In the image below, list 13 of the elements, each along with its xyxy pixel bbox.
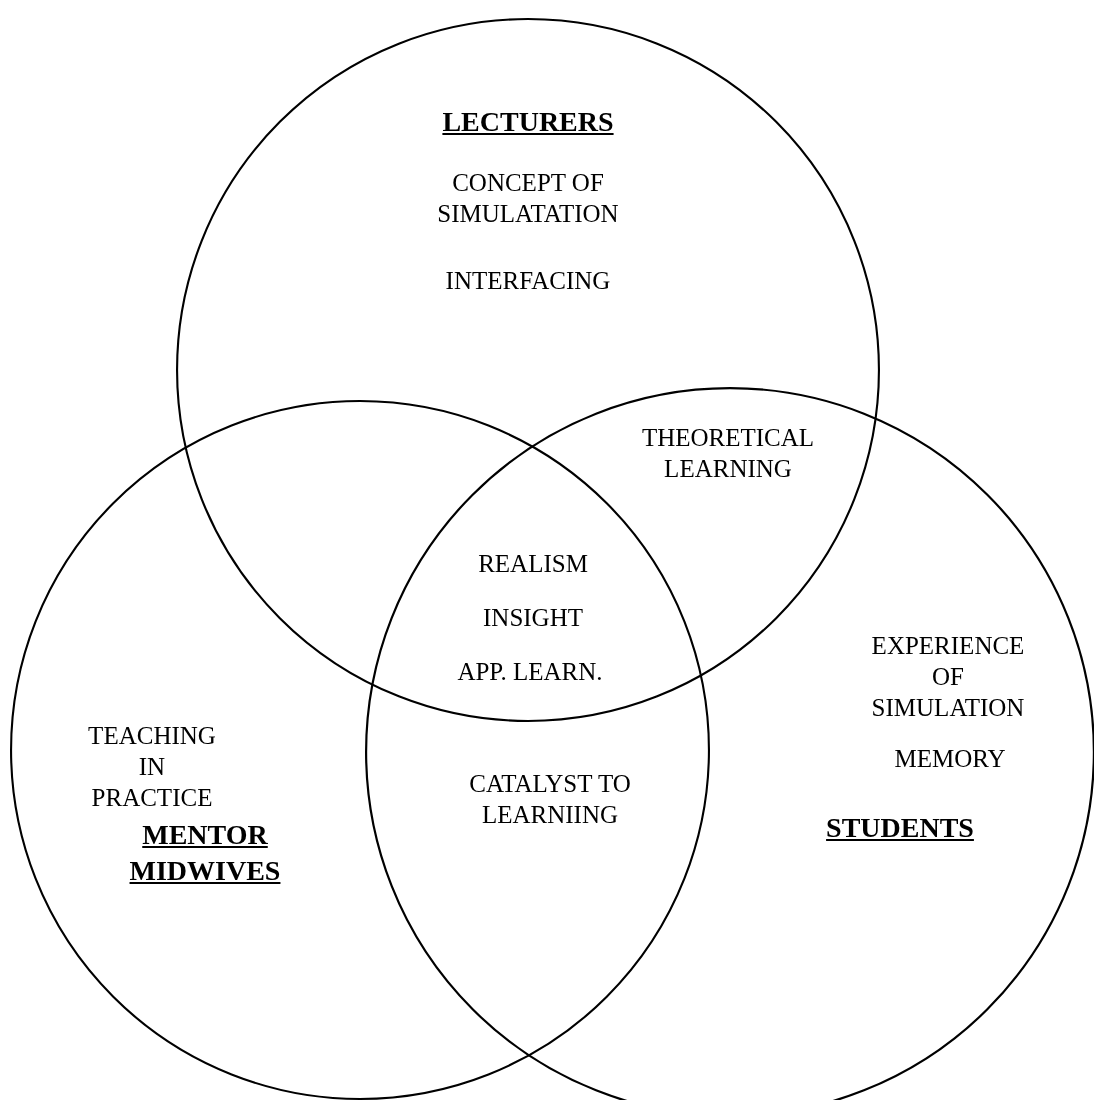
circle-text: MEMORY <box>893 744 1007 774</box>
circle-text: TEACHING IN PRACTICE <box>87 721 217 813</box>
overlap-text: THEORETICAL LEARNING <box>640 423 816 484</box>
circle-text: INTERFACING <box>444 266 612 296</box>
circle-heading: STUDENTS <box>825 811 975 845</box>
overlap-text: CATALYST TO LEARNIING <box>468 769 632 830</box>
circle-text: EXPERIENCE OF SIMULATION <box>870 631 1026 723</box>
overlap-text: INSIGHT <box>482 603 584 633</box>
circle-text: CONCEPT OF SIMULATATION <box>436 168 620 229</box>
circle-heading: LECTURERS <box>441 105 615 139</box>
overlap-text: REALISM <box>477 549 589 579</box>
overlap-text: APP. LEARN. <box>456 657 604 687</box>
circle-heading: MENTOR MIDWIVES <box>128 818 282 888</box>
